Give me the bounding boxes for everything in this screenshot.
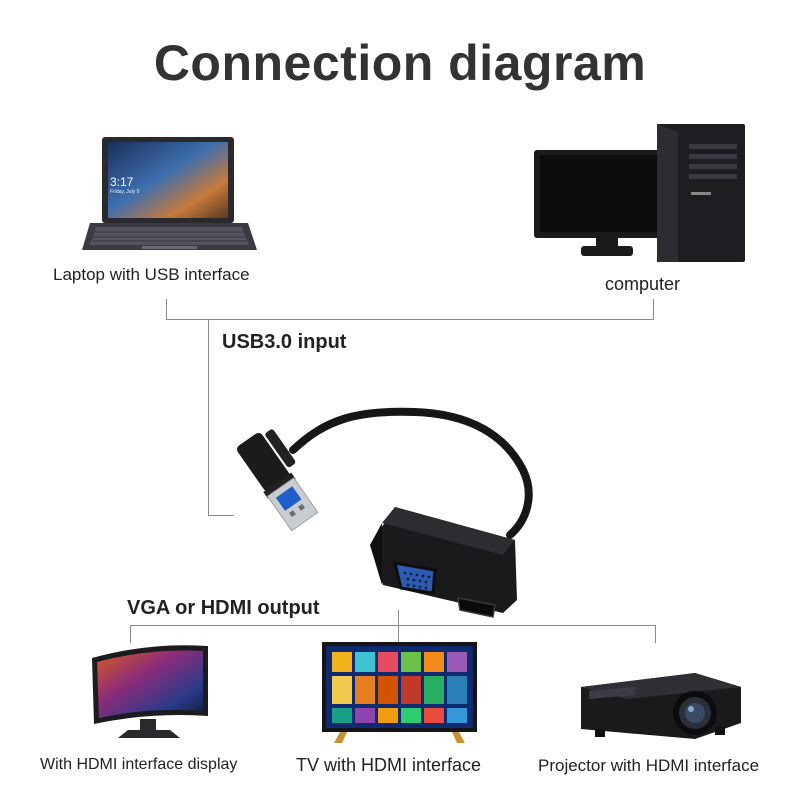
projector-connector-line bbox=[655, 625, 656, 643]
desktop-computer-icon bbox=[534, 124, 745, 262]
tv-label: TV with HDMI interface bbox=[296, 755, 482, 775]
usb-adapter-icon bbox=[237, 407, 533, 618]
usb-input-label: USB3.0 input bbox=[222, 331, 347, 353]
tv-icon bbox=[322, 642, 477, 743]
laptop-label: Laptop with USB interface bbox=[53, 265, 250, 284]
projector-icon bbox=[581, 673, 741, 739]
diagram-title: Connection diagram bbox=[153, 35, 647, 91]
display-label: With HDMI interface display bbox=[40, 756, 238, 773]
laptop-connector-line bbox=[166, 299, 167, 319]
laptop-icon bbox=[82, 137, 257, 250]
curved-monitor-icon bbox=[92, 645, 208, 738]
output-bus-line bbox=[130, 625, 656, 626]
input-bus-line bbox=[166, 319, 654, 320]
display-connector-line bbox=[130, 625, 131, 643]
input-to-usb-line bbox=[208, 515, 234, 516]
tv-connector-line bbox=[398, 610, 399, 643]
computer-label: computer bbox=[605, 274, 681, 294]
laptop-screen-date: Friday, July 5 bbox=[110, 189, 140, 195]
input-drop-line bbox=[208, 319, 209, 515]
projector-label: Projector with HDMI interface bbox=[538, 756, 760, 775]
computer-connector-line bbox=[653, 299, 654, 319]
output-label: VGA or HDMI output bbox=[127, 597, 320, 619]
laptop-screen-time: 3:17 bbox=[110, 175, 134, 189]
